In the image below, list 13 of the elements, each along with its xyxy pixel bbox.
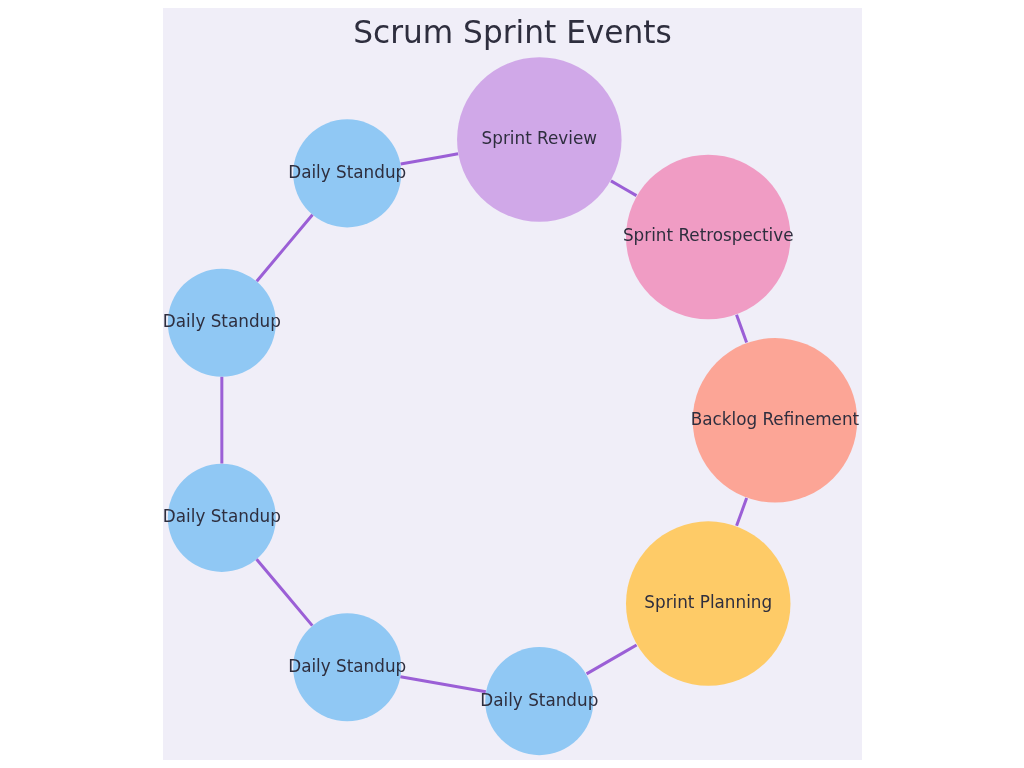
connector <box>254 558 313 627</box>
connector <box>609 179 637 197</box>
node-circle: Sprint Review <box>456 57 622 222</box>
connector <box>219 376 223 464</box>
connector <box>585 643 637 676</box>
diagram-title: Scrum Sprint Events <box>352 13 672 50</box>
connector <box>399 675 486 694</box>
connector <box>255 213 314 283</box>
node-circle: Backlog Refinement <box>692 338 857 503</box>
connector <box>734 314 748 343</box>
connector <box>734 497 748 527</box>
node-circle: Sprint Planning <box>625 521 790 686</box>
connector <box>399 152 458 166</box>
